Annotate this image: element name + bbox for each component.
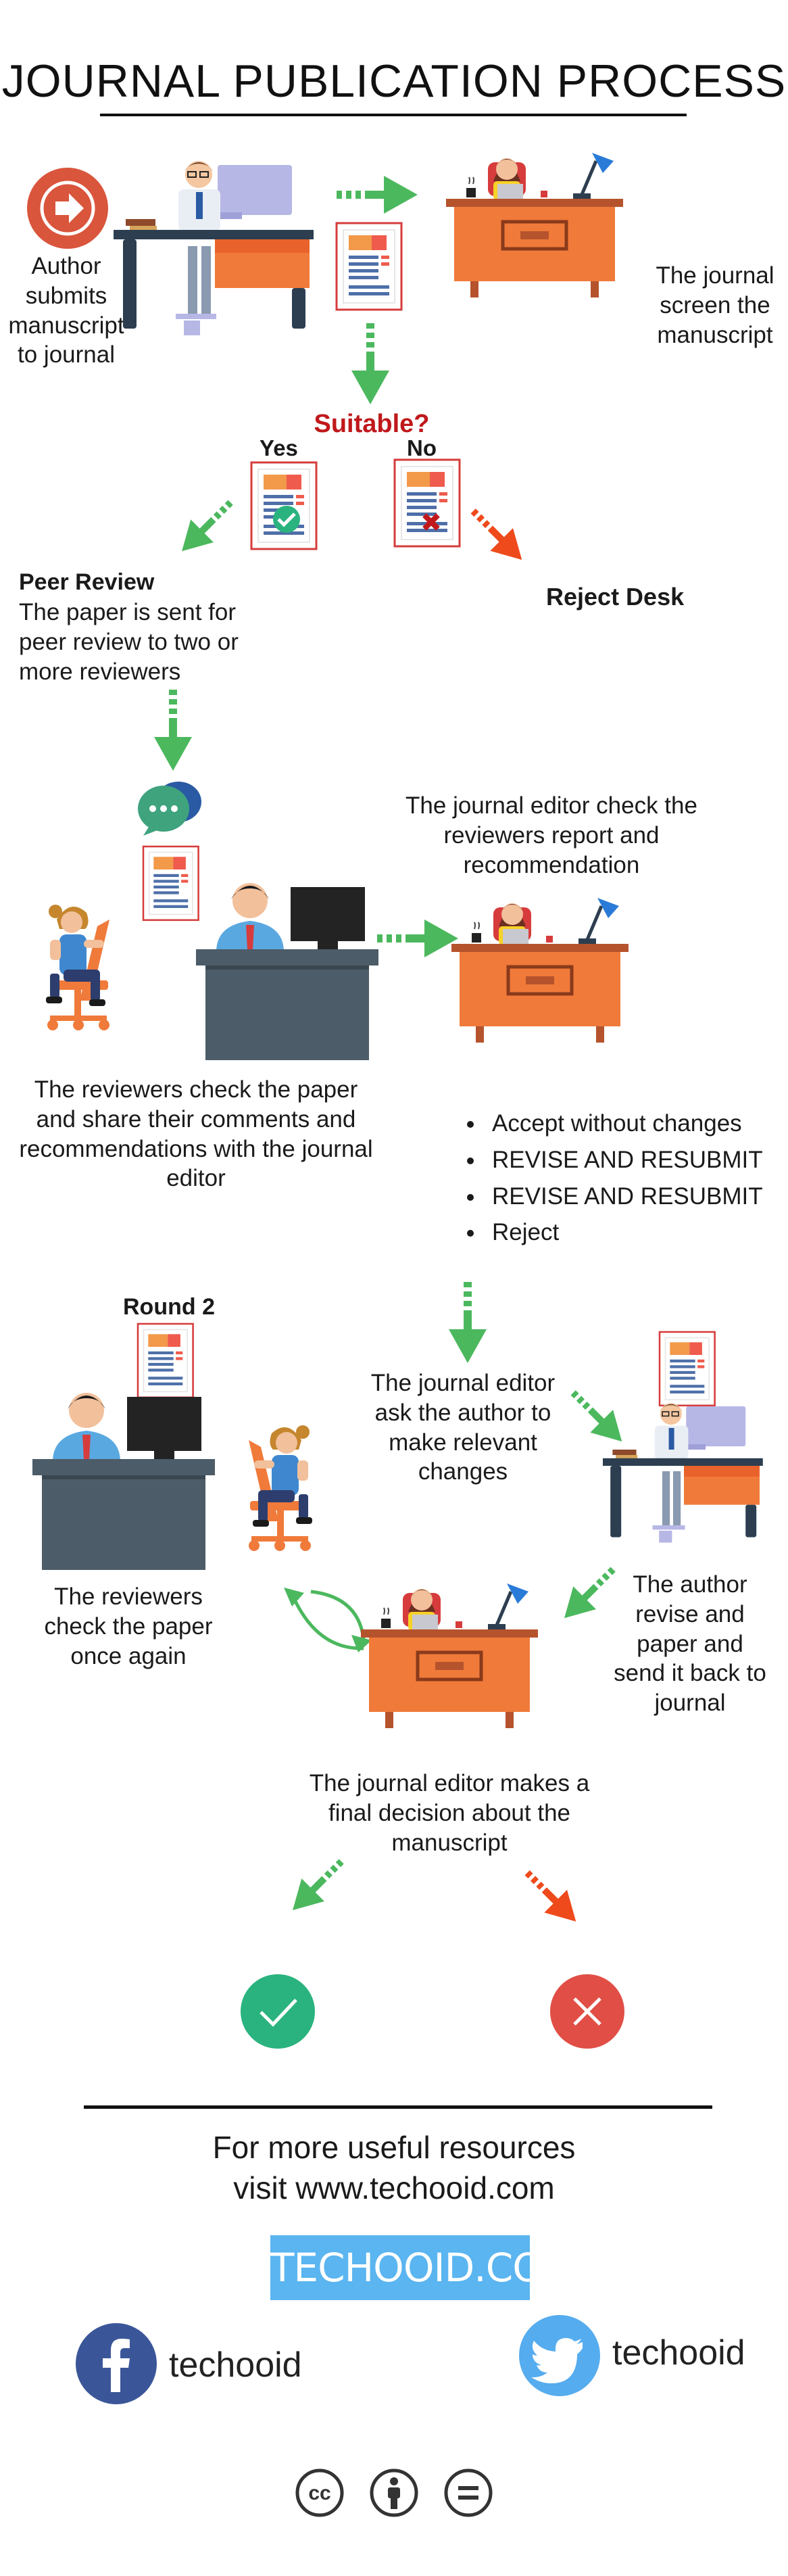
author-at-desk-illustration	[113, 160, 314, 336]
suitable-question: Suitable?	[314, 410, 430, 438]
reviewer-girl-illustration	[46, 905, 109, 1030]
reviewer-girl-illustration-2	[249, 1425, 312, 1551]
peer-review-arrow-down	[154, 690, 192, 771]
no-label: No	[407, 435, 437, 460]
title-underline	[100, 114, 687, 116]
peer-review-text: The paper is sent for peer review to two…	[19, 599, 239, 685]
creative-commons-icon: cc	[295, 2468, 344, 2517]
manuscript-doc-icon	[335, 222, 403, 311]
reviewers-check-label: The reviewers check the paper and share …	[19, 1076, 373, 1192]
editor-desk-illustration-2	[451, 894, 629, 1043]
page-title: JOURNAL PUBLICATION PROCESS	[1, 55, 787, 107]
twitter-handle: techooid	[612, 2333, 745, 2372]
author-submits-label: Author submits manuscript to journal	[8, 253, 124, 368]
editor-ask-label: The journal editor ask the author to mak…	[370, 1370, 556, 1485]
editor-desk-illustration-1	[446, 149, 623, 297]
accept-check-icon	[241, 1974, 315, 2049]
report-arrow-right	[377, 920, 458, 957]
no-derivatives-icon	[444, 2468, 493, 2517]
decision-revise-1: REVISE AND RESUBMIT	[485, 1145, 788, 1175]
final-decision-label: The journal editor makes a final decisio…	[309, 1770, 590, 1856]
author-arrow-icon	[27, 168, 108, 249]
svg-text:cc: cc	[308, 2482, 330, 2504]
attribution-icon	[370, 2468, 418, 2517]
round2-arrow-down	[449, 1282, 487, 1363]
yes-label: Yes	[260, 435, 298, 460]
reject-arrow	[524, 1870, 576, 1922]
round2-label: Round 2	[123, 1294, 215, 1320]
submit-arrow-right	[337, 176, 418, 214]
rejected-doc-icon	[393, 458, 461, 548]
resources-line-1: For more useful resources	[212, 2130, 576, 2165]
chat-bubbles-icon	[138, 782, 201, 836]
reject-desk-label: Reject Desk	[546, 583, 685, 611]
twitter-icon	[519, 2315, 600, 2396]
reviewers-again-label: The reviewers check the paper once again	[44, 1583, 213, 1669]
twitter-link[interactable]: techooid	[519, 2315, 776, 2399]
editor-desk-illustration-3	[361, 1579, 538, 1728]
reviewer-at-computer-illustration-2	[32, 1393, 215, 1570]
screen-arrow-down	[351, 323, 389, 404]
reviewer-at-computer-illustration	[196, 883, 378, 1060]
decision-accept: Accept without changes	[485, 1109, 788, 1139]
approved-doc-icon	[250, 461, 318, 550]
yes-arrow	[170, 491, 242, 563]
journal-screen-label: The journal screen the manuscript	[656, 262, 774, 348]
techooid-brand-button[interactable]: TECHOOID.COM	[270, 2235, 576, 2300]
reject-x-icon	[550, 1974, 624, 2049]
decision-revise-2: REVISE AND RESUBMIT	[485, 1182, 788, 1212]
exchange-arrows-icon	[284, 1588, 372, 1652]
no-arrow	[470, 508, 522, 560]
resources-line-2: visit www.techooid.com	[233, 2170, 555, 2205]
accept-arrow	[281, 1850, 353, 1922]
decision-options-list: Accept without changes REVISE AND RESUBM…	[451, 1109, 788, 1254]
facebook-handle: techooid	[169, 2345, 302, 2385]
footer-divider	[84, 2105, 712, 2109]
decision-reject: Reject	[485, 1218, 788, 1247]
peer-review-heading: Peer Review	[19, 569, 155, 595]
facebook-link[interactable]: techooid	[76, 2323, 319, 2407]
author-revise-label: The author revise and paper and send it …	[614, 1571, 766, 1716]
author-at-desk-illustration-2	[602, 1402, 764, 1544]
facebook-icon	[76, 2323, 157, 2404]
editor-check-label: The journal editor check the reviewers r…	[405, 792, 697, 878]
